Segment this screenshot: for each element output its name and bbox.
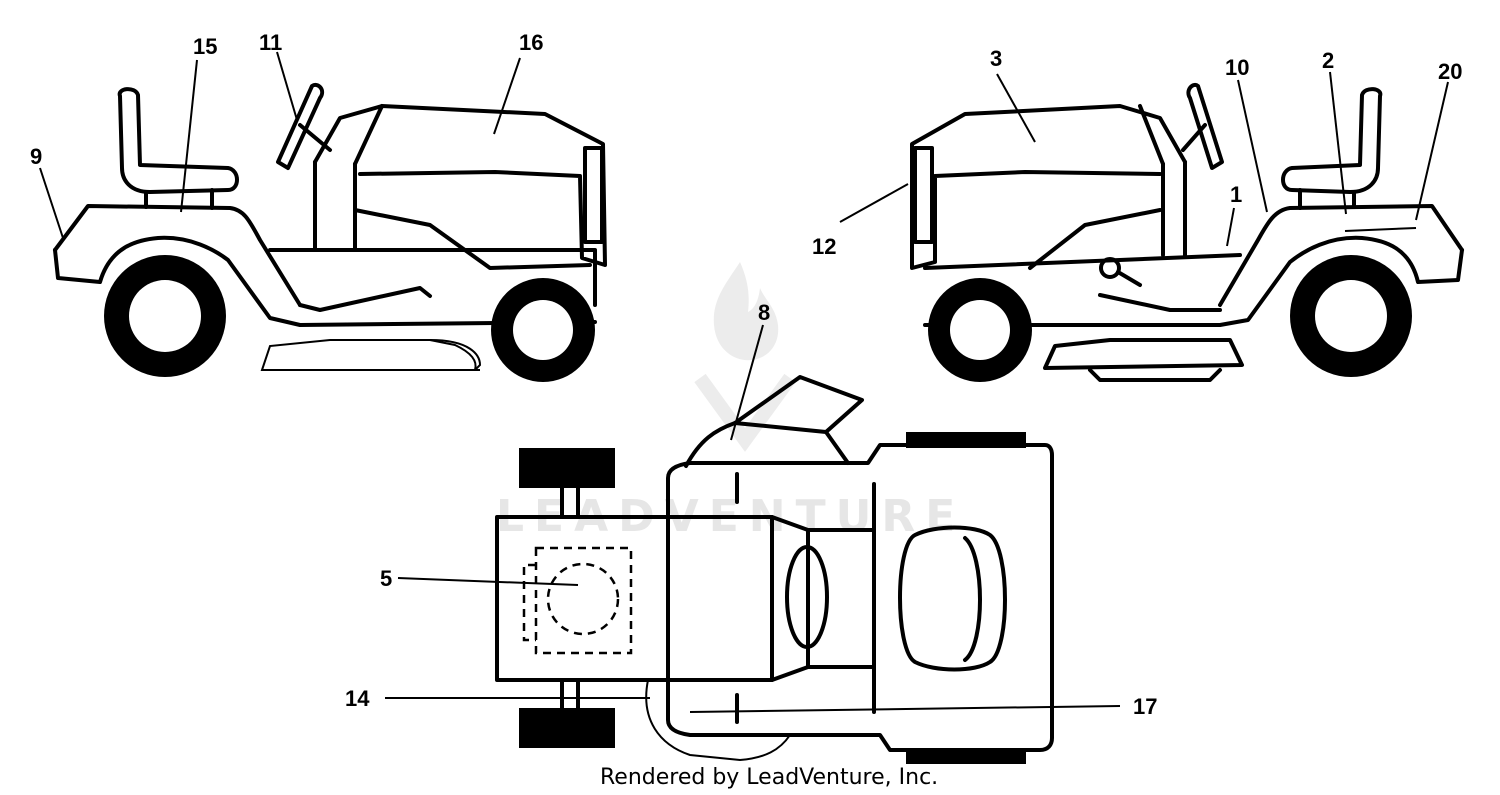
top-view-tractor — [495, 375, 1054, 764]
watermark-flame-icon — [713, 262, 779, 361]
callout-8: 8 — [758, 300, 770, 325]
callout-20: 20 — [1438, 59, 1462, 84]
footer-credit: Rendered by LeadVenture, Inc. — [600, 765, 938, 790]
watermark-v-icon — [694, 373, 796, 452]
callout-11: 11 — [259, 30, 282, 55]
callout-17: 17 — [1133, 694, 1157, 719]
leader-lines — [39, 51, 1449, 713]
callout-2: 2 — [1322, 48, 1334, 73]
callout-10: 10 — [1225, 55, 1249, 80]
callout-5: 5 — [380, 566, 392, 591]
callout-12: 12 — [812, 234, 836, 259]
callout-3: 3 — [990, 46, 1002, 71]
callout-16: 16 — [519, 30, 543, 55]
callout-1: 1 — [1230, 182, 1242, 207]
callout-14: 14 — [345, 686, 370, 711]
callout-labels: 15 11 16 9 3 10 2 20 12 1 8 5 14 17 — [30, 30, 1462, 719]
callout-9: 9 — [30, 144, 42, 169]
callout-15: 15 — [193, 34, 217, 59]
right-side-view-tractor — [910, 83, 1464, 382]
left-side-view-tractor — [53, 83, 607, 382]
